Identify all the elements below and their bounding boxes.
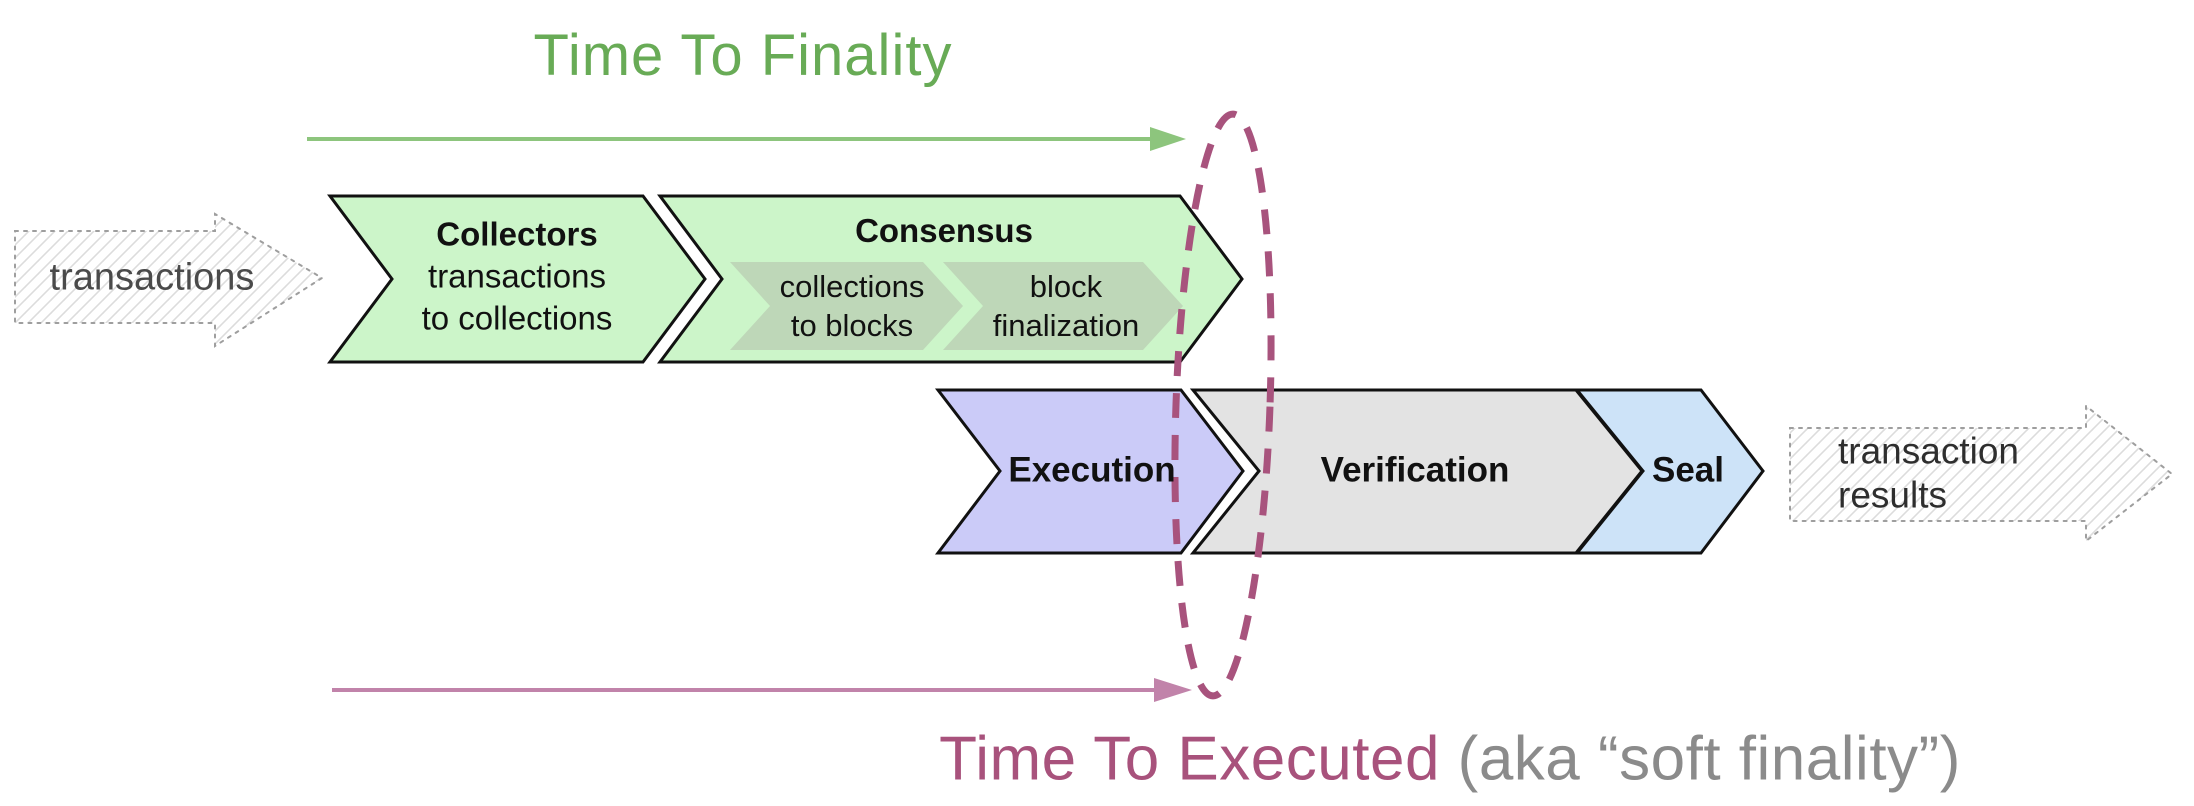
transactions-input-arrow-icon: [14, 212, 324, 348]
consensus-substage-2-line1: block: [1029, 268, 1103, 304]
consensus-substage-1-line2: to blocks: [790, 308, 914, 343]
execution-label: Execution: [1008, 450, 1176, 490]
time-to-executed-main: Time To Executed: [939, 724, 1440, 794]
consensus-substage-1-label: collections to blocks: [780, 267, 925, 345]
output-label-line1: transaction: [1838, 430, 2019, 472]
time-to-executed-arrowhead-icon: [1154, 678, 1192, 702]
consensus-substage-2-label: block finalization: [993, 267, 1139, 345]
seal-chevron: [1573, 388, 1765, 555]
time-to-finality-arrowhead-icon: [1150, 127, 1186, 151]
consensus-title: Consensus: [855, 211, 1033, 249]
consensus-substage-2-line2: finalization: [992, 308, 1140, 343]
seal-label: Seal: [1652, 450, 1724, 490]
collectors-chevron: [327, 194, 707, 364]
time-to-finality-title: Time To Finality: [533, 22, 953, 88]
transaction-results-output-label: transaction results: [1838, 430, 2019, 519]
collectors-label: Collectors transactions to collections: [422, 214, 613, 341]
collectors-desc-line1: transactions: [428, 257, 606, 295]
consensus-substage-1-chevron: [730, 262, 963, 350]
collectors-desc-line2: to collections: [421, 300, 613, 338]
consensus-substage-2-chevron: [943, 262, 1183, 350]
executed-point-ellipse-icon: [1171, 110, 1275, 700]
time-to-executed-subtitle: (aka “soft finality”): [1439, 724, 1961, 794]
execution-chevron: [934, 388, 1245, 555]
output-label-line2: results: [1838, 475, 1947, 516]
transaction-results-output-arrow-icon: [1789, 403, 2174, 544]
verification-label: Verification: [1320, 450, 1510, 490]
collectors-title: Collectors: [436, 215, 598, 253]
consensus-substage-1-line1: collections: [779, 268, 925, 304]
time-to-executed-title: Time To Executed (aka “soft finality”): [939, 719, 1961, 798]
transactions-input-label: transactions: [49, 256, 255, 299]
